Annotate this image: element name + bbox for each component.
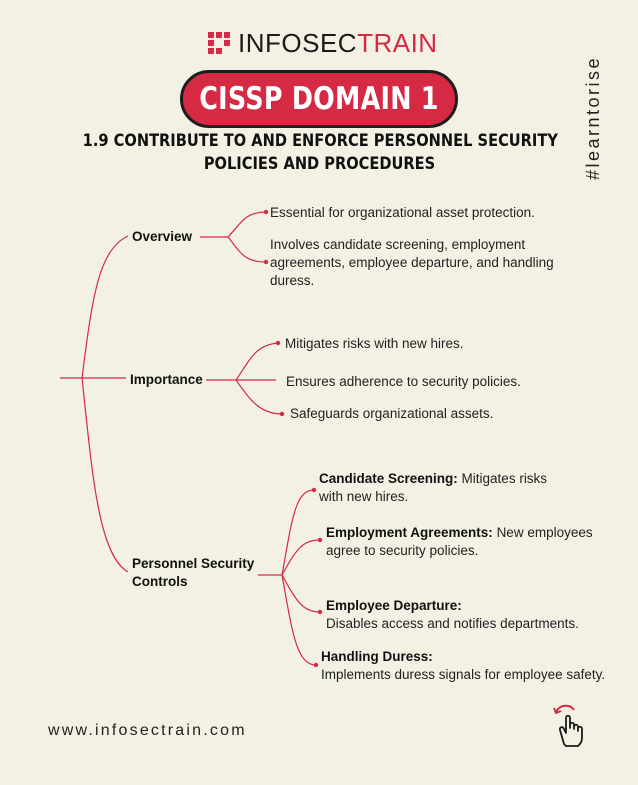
brand-name-part2: TRAIN — [357, 28, 438, 58]
tap-hand-icon — [548, 700, 592, 750]
node-personnel-security-controls: Personnel Security Controls — [132, 556, 255, 589]
control-term: Candidate Screening: — [319, 471, 458, 486]
importance-edge-3 — [235, 379, 283, 415]
control-employment-agreements: Employment Agreements: New employees agr… — [326, 524, 606, 560]
importance-edge-1 — [235, 342, 279, 381]
control-text: Disables access and notifies departments… — [326, 616, 579, 631]
controls-dot-2 — [317, 537, 323, 543]
importance-item-1: Mitigates risks with new hires. — [285, 336, 464, 351]
domain-badge-label: CISSP DOMAIN 1 — [199, 81, 439, 117]
overview-dot-2 — [263, 259, 269, 265]
overview-item-2: Involves candidate screening, employment… — [270, 237, 554, 288]
importance-item-3: Safeguards organizational assets. — [290, 406, 494, 421]
control-text: New employees agree to security policies… — [326, 525, 593, 558]
control-employee-departure: Employee Departure: Disables access and … — [326, 597, 616, 633]
control-term: Employment Agreements: — [326, 525, 493, 540]
overview-dot-1 — [263, 209, 269, 215]
importance-item-2: Ensures adherence to security policies. — [286, 374, 521, 389]
controls-edge-3 — [281, 574, 321, 613]
brand-name-part1: INFOSEC — [238, 28, 358, 58]
overview-item-1: Essential for organizational asset prote… — [270, 205, 535, 220]
control-candidate-screening: Candidate Screening: Mitigates risks wit… — [319, 470, 569, 506]
node-overview: Overview — [132, 229, 193, 244]
control-term: Employee Departure: — [326, 598, 462, 613]
controls-dot-3 — [317, 609, 323, 615]
controls-edge-2 — [281, 539, 321, 576]
brand-logo: INFOSECTRAIN — [208, 30, 438, 56]
control-text: Implements duress signals for employee s… — [321, 667, 606, 682]
control-handling-duress: Handling Duress: Implements duress signa… — [321, 648, 631, 684]
overview-edge-2 — [227, 236, 267, 263]
controls-edge-1 — [281, 489, 315, 576]
node-importance: Importance — [130, 372, 203, 387]
controls-dot-4 — [313, 662, 319, 668]
controls-edge-4 — [281, 574, 317, 666]
importance-dot-3 — [279, 411, 285, 417]
branch-overview — [81, 235, 129, 379]
domain-badge: CISSP DOMAIN 1 — [180, 70, 458, 128]
overview-edge-1 — [227, 211, 267, 238]
page-title: 1.9 CONTRIBUTE TO AND ENFORCE PERSONNEL … — [40, 130, 600, 176]
branch-controls — [81, 377, 129, 573]
control-text: Mitigates risks with new hires. — [319, 471, 548, 504]
website-link[interactable]: www.infosectrain.com — [48, 722, 247, 739]
brand-name: INFOSECTRAIN — [238, 30, 438, 56]
page-title-line2: POLICIES AND PROCEDURES — [204, 154, 436, 174]
page-title-line1: 1.9 CONTRIBUTE TO AND ENFORCE PERSONNEL … — [82, 131, 558, 151]
control-term: Handling Duress: — [321, 649, 433, 664]
grid-logo-icon — [208, 32, 230, 54]
importance-dot-1 — [275, 340, 281, 346]
controls-dot-1 — [311, 487, 317, 493]
